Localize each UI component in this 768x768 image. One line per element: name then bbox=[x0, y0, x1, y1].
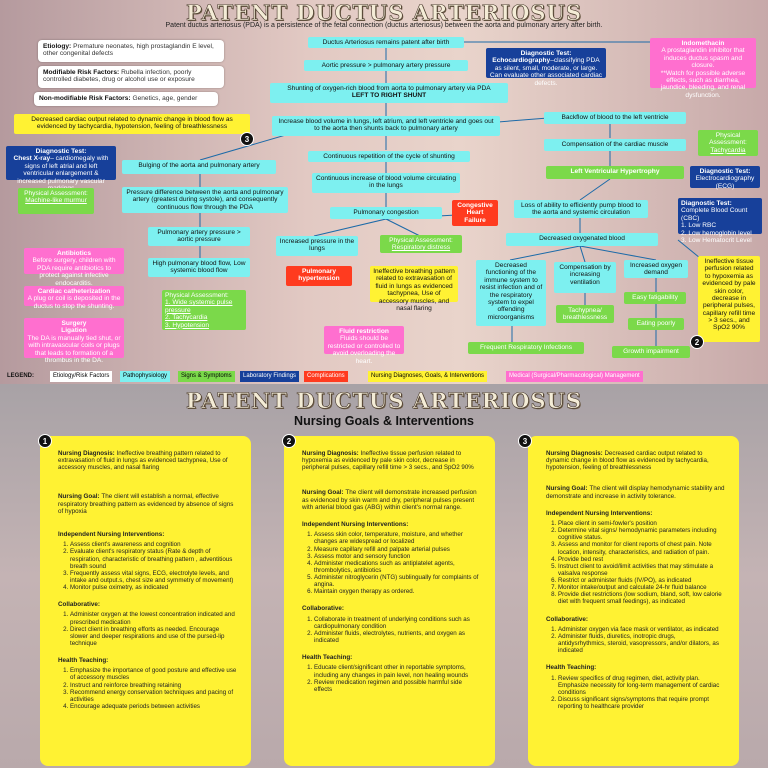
flow-bulging: Bulging of the aorta and pulmonary arter… bbox=[122, 160, 276, 174]
flow-pressure-difference: Pressure difference between the aorta an… bbox=[122, 187, 288, 213]
legend-label: LEGEND: bbox=[7, 373, 34, 379]
section-title: PATENT DUCTUS ARTERIOSUS bbox=[185, 388, 583, 414]
frequent-infections-sign: Frequent Respiratory Infections bbox=[468, 342, 584, 354]
legend-nursing: Nursing Diagnoses, Goals, & Intervention… bbox=[368, 371, 488, 382]
ecg-test: Diagnostic Test:Electrocardiography (ECG… bbox=[690, 166, 760, 190]
legend-management: Medical (Surgical/Pharmacological) Manag… bbox=[506, 371, 643, 382]
assessment-respiratory: Physical Assessment:Respiratory distress bbox=[380, 235, 462, 253]
flow-backflow: Backflow of blood to the left ventricle bbox=[544, 112, 686, 124]
assessment-tachycardia: Physical Assessment:Tachycardia bbox=[698, 130, 758, 156]
flow-loss-pump: Loss of ability to efficiently pump bloo… bbox=[514, 200, 648, 218]
nursing-dx-breathing: Ineffective breathing pattern related to… bbox=[370, 266, 458, 312]
page-title: PATENT DUCTUS ARTERIOSUS bbox=[185, 0, 583, 25]
tachypnea-sign: Tachypnea/ breathlessness bbox=[556, 305, 614, 323]
assessment-vitals: Physical Assessment:1. Wide systemic pul… bbox=[162, 290, 246, 330]
legend-lab: Laboratory Findings bbox=[240, 371, 300, 382]
xray-test: Diagnostic Test:Chest X-ray– cardiomegal… bbox=[6, 146, 116, 192]
legend-complications: Complications bbox=[304, 371, 348, 382]
complication-chf: Congestive Heart Failure bbox=[452, 200, 498, 226]
card-3: Nursing Diagnosis: Decreased cardiac out… bbox=[528, 436, 739, 766]
flow-shunting: Shunting of oxygen-rich blood from aorta… bbox=[270, 83, 508, 103]
flow-aortic-pressure: Aortic pressure > pulmonary artery press… bbox=[304, 60, 468, 71]
growth-impairment-sign: Growth impairment bbox=[612, 346, 690, 358]
assessment-murmur: Physical Assessment:Machine-like murmur bbox=[18, 188, 94, 214]
marker-3: 3 bbox=[240, 132, 254, 146]
flow-compensation: Compensation of the cardiac muscle bbox=[544, 139, 686, 151]
flow-volume-lungs: Continuous increase of blood volume circ… bbox=[312, 173, 460, 193]
legend-etiology: Etiology/Risk Factors bbox=[50, 371, 113, 382]
card-3-number: 3 bbox=[518, 434, 532, 448]
fatigability-sign: Easy fatigability bbox=[624, 292, 686, 304]
legend-signs: Signs & Symptoms bbox=[178, 371, 235, 382]
flow-decreased-immune: Decreased functioning of the immune syst… bbox=[476, 260, 546, 326]
complication-pulm-htn: Pulmonary hypertension bbox=[286, 266, 352, 286]
nonmodifiable-risk-box: Non-modifiable Risk Factors: Genetics, a… bbox=[34, 92, 218, 106]
flow-high-pulm-flow: High pulmonary blood flow, Low systemic … bbox=[148, 258, 250, 277]
nursing-dx-perfusion: Ineffective tissue perfusion related to … bbox=[698, 256, 760, 342]
flow-pulm-artery-pressure: Pulmonary artery pressure > aortic press… bbox=[148, 227, 250, 246]
echo-test: Diagnostic Test:Echocardiography–classif… bbox=[486, 48, 606, 87]
flow-increase-volume: Increase blood volume in lungs, left atr… bbox=[272, 116, 500, 136]
flow-pda-patent: Ductus Arteriosus remains patent after b… bbox=[308, 37, 464, 48]
flow-compensation-ventilation: Compensation by increasing ventilation bbox=[554, 262, 616, 293]
flow-increased-pressure: Increased pressure in the lungs bbox=[276, 236, 358, 256]
card-1-number: 1 bbox=[38, 434, 52, 448]
page-subtitle: Patent ductus arteriosus (PDA) is a pers… bbox=[165, 22, 603, 29]
flow-pulmonary-congestion: Pulmonary congestion bbox=[330, 207, 442, 219]
flow-oxygen-demand: Increased oxygen demand bbox=[624, 260, 688, 278]
lvh-sign: Left Ventricular Hypertrophy bbox=[546, 166, 684, 179]
marker-2: 2 bbox=[690, 335, 704, 349]
card-2-number: 2 bbox=[282, 434, 296, 448]
legend-patho: Pathophysiology bbox=[120, 371, 171, 382]
cbc-test: Diagnostic Test:Complete Blood Count (CB… bbox=[678, 198, 762, 244]
etiology-box: Etiology: Premature neonates, high prost… bbox=[38, 40, 224, 62]
flow-repetition: Continuous repetition of the cycle of sh… bbox=[308, 151, 470, 162]
card-1: Nursing Diagnosis: Ineffective breathing… bbox=[40, 436, 251, 766]
section-heading: Nursing Goals & Interventions bbox=[294, 414, 474, 428]
card-2: Nursing Diagnosis: Ineffective tissue pe… bbox=[284, 436, 495, 766]
nursing-dx-cardiac-output: Decreased cardiac output related to dyna… bbox=[14, 114, 250, 134]
modifiable-risk-box: Modifiable Risk Factors: Rubella infecti… bbox=[38, 66, 224, 88]
eating-poorly-sign: Eating poorly bbox=[628, 318, 684, 330]
flow-decreased-oxygen: Decreased oxygenated blood bbox=[506, 233, 658, 246]
